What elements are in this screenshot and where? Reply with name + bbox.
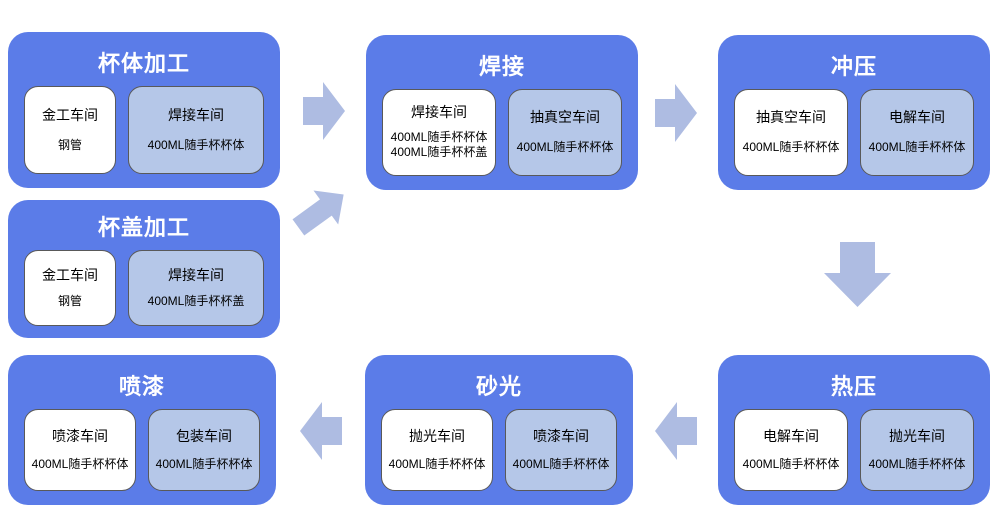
- product-item: 400ML随手杯杯体: [155, 456, 253, 471]
- workshop-card: 焊接车间 400ML随手杯杯体: [128, 86, 264, 174]
- workshop-card: 焊接车间 400ML随手杯杯盖: [128, 250, 264, 326]
- node-cards: 金工车间 钢管 焊接车间 400ML随手杯杯盖: [24, 250, 264, 326]
- workshop-name: 金工车间: [42, 106, 98, 123]
- process-node-welding: 焊接 焊接车间 400ML随手杯杯体 400ML随手杯杯盖 抽真空车间 400M…: [366, 35, 638, 190]
- workshop-name: 包装车间: [176, 427, 232, 444]
- node-title: 杯盖加工: [97, 215, 190, 240]
- process-node-sanding: 砂光 抛光车间 400ML随手杯杯体 喷漆车间 400ML随手杯杯体: [365, 355, 633, 505]
- right-arrow-icon: [655, 84, 697, 142]
- workshop-name: 电解车间: [763, 427, 819, 444]
- node-title: 喷漆: [118, 374, 165, 399]
- left-arrow-icon: [655, 402, 697, 460]
- workshop-card: 喷漆车间 400ML随手杯杯体: [505, 409, 617, 491]
- workshop-name: 抛光车间: [889, 427, 945, 444]
- workshop-name: 抽真空车间: [756, 109, 826, 126]
- product-item: 400ML随手杯杯体: [516, 140, 614, 155]
- workshop-card: 抽真空车间 400ML随手杯杯体: [734, 89, 848, 176]
- workshop-card: 抽真空车间 400ML随手杯杯体: [508, 89, 622, 176]
- workshop-card: 电解车间 400ML随手杯杯体: [734, 409, 848, 491]
- workshop-card: 焊接车间 400ML随手杯杯体 400ML随手杯杯盖: [382, 89, 496, 176]
- product-item: 400ML随手杯杯体: [512, 456, 610, 471]
- down-arrow-icon: [824, 242, 891, 307]
- node-cards: 喷漆车间 400ML随手杯杯体 包装车间 400ML随手杯杯体: [24, 409, 260, 491]
- workshop-name: 金工车间: [42, 266, 98, 283]
- process-node-painting: 喷漆 喷漆车间 400ML随手杯杯体 包装车间 400ML随手杯杯体: [8, 355, 276, 505]
- workshop-name: 焊接车间: [411, 104, 467, 121]
- process-node-stamping: 冲压 抽真空车间 400ML随手杯杯体 电解车间 400ML随手杯杯体: [718, 35, 990, 190]
- workshop-card: 喷漆车间 400ML随手杯杯体: [24, 409, 136, 491]
- product-item: 400ML随手杯杯体: [742, 456, 840, 471]
- left-arrow-icon: [300, 402, 342, 460]
- workshop-card: 金工车间 钢管: [24, 86, 116, 174]
- node-cards: 金工车间 钢管 焊接车间 400ML随手杯杯体: [24, 86, 264, 174]
- workshop-name: 抽真空车间: [530, 109, 600, 126]
- node-title: 杯体加工: [97, 51, 190, 76]
- process-node-hot-press: 热压 电解车间 400ML随手杯杯体 抛光车间 400ML随手杯杯体: [718, 355, 990, 505]
- workshop-card: 抛光车间 400ML随手杯杯体: [860, 409, 974, 491]
- process-node-cup-body: 杯体加工 金工车间 钢管 焊接车间 400ML随手杯杯体: [8, 32, 280, 188]
- workshop-name: 抛光车间: [409, 427, 465, 444]
- node-cards: 焊接车间 400ML随手杯杯体 400ML随手杯杯盖 抽真空车间 400ML随手…: [382, 89, 622, 176]
- product-item: 400ML随手杯杯体: [31, 456, 129, 471]
- product-item: 400ML随手杯杯体: [742, 140, 840, 155]
- product-item: 400ML随手杯杯体: [147, 137, 245, 152]
- node-title: 热压: [830, 374, 877, 399]
- node-cards: 抛光车间 400ML随手杯杯体 喷漆车间 400ML随手杯杯体: [381, 409, 617, 491]
- product-item: 钢管: [57, 137, 82, 152]
- node-title: 砂光: [475, 374, 522, 399]
- workshop-card: 电解车间 400ML随手杯杯体: [860, 89, 974, 176]
- product-item: 400ML随手杯杯体: [390, 129, 488, 144]
- node-cards: 电解车间 400ML随手杯杯体 抛光车间 400ML随手杯杯体: [734, 409, 974, 491]
- workshop-card: 抛光车间 400ML随手杯杯体: [381, 409, 493, 491]
- workshop-card: 金工车间 钢管: [24, 250, 116, 326]
- up-right-arrow-icon: [286, 178, 356, 245]
- node-title: 焊接: [478, 54, 525, 79]
- product-item: 400ML随手杯杯盖: [390, 145, 488, 160]
- workshop-name: 喷漆车间: [533, 427, 589, 444]
- process-node-cup-lid: 杯盖加工 金工车间 钢管 焊接车间 400ML随手杯杯盖: [8, 200, 280, 338]
- workshop-name: 焊接车间: [168, 266, 224, 283]
- workshop-card: 包装车间 400ML随手杯杯体: [148, 409, 260, 491]
- workshop-name: 焊接车间: [168, 106, 224, 123]
- product-item: 400ML随手杯杯盖: [147, 293, 245, 308]
- node-cards: 抽真空车间 400ML随手杯杯体 电解车间 400ML随手杯杯体: [734, 89, 974, 176]
- product-item: 400ML随手杯杯体: [868, 456, 966, 471]
- workshop-name: 电解车间: [889, 109, 945, 126]
- product-item: 钢管: [57, 293, 82, 308]
- right-arrow-icon: [303, 82, 345, 140]
- product-item: 400ML随手杯杯体: [388, 456, 486, 471]
- node-title: 冲压: [830, 54, 877, 79]
- product-item: 400ML随手杯杯体: [868, 140, 966, 155]
- workshop-name: 喷漆车间: [52, 427, 108, 444]
